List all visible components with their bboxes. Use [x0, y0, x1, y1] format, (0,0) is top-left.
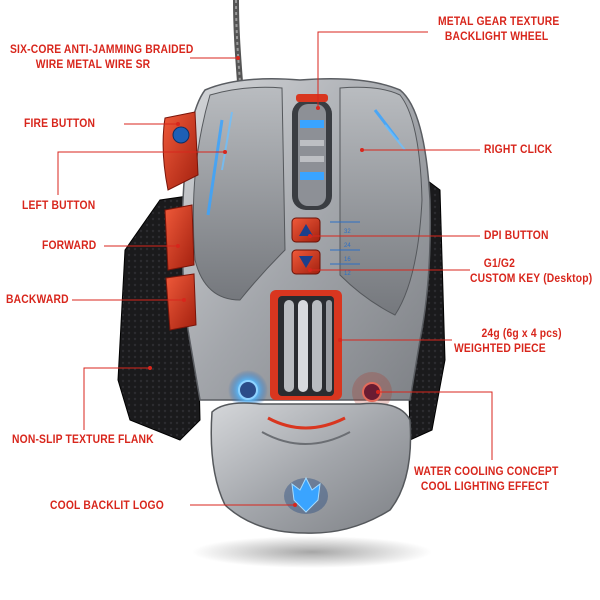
callout-water-cooling: WATER COOLING CONCEPT COOL LIGHTING EFFE… — [414, 464, 558, 494]
callout-dpi-button: DPI BUTTON — [484, 228, 549, 242]
g1g2-button-shape[interactable] — [291, 249, 321, 275]
fire-button-shape[interactable] — [162, 111, 199, 191]
callout-backlit-logo: COOL BACKLIT LOGO — [50, 498, 164, 512]
callout-weighted-line2: WEIGHTED PIECE — [454, 341, 546, 355]
callout-left-button: LEFT BUTTON — [22, 198, 96, 212]
backward-button-shape[interactable] — [165, 273, 197, 331]
callout-wire-line2: WIRE METAL WIRE SR — [35, 57, 151, 71]
dpi-level-4: 12 — [344, 271, 351, 277]
callout-gear-wheel-line1: METAL GEAR TEXTURE — [438, 14, 560, 28]
scroll-wheel-icon[interactable] — [292, 94, 332, 210]
wolf-logo-icon — [284, 476, 328, 514]
right-button-shape[interactable] — [339, 86, 423, 316]
callout-g1g2: G1/G2 CUSTOM KEY (Desktop) — [470, 256, 592, 286]
callout-gear-wheel-line2: BACKLIGHT WHEEL — [444, 29, 549, 43]
callout-weighted-line1: 24g (6g x 4 pcs) — [481, 326, 562, 340]
callout-wire: SIX-CORE ANTI-JAMMING BRAIDED WIRE METAL… — [10, 42, 193, 72]
forward-button-shape[interactable] — [164, 204, 195, 271]
floor-shadow — [192, 536, 432, 568]
callout-gear-wheel: METAL GEAR TEXTURE BACKLIGHT WHEEL — [438, 14, 559, 44]
callout-water-cooling-line1: WATER COOLING CONCEPT — [414, 464, 559, 478]
dpi-button-shape[interactable] — [291, 217, 321, 243]
callout-non-slip: NON-SLIP TEXTURE FLANK — [12, 432, 154, 446]
callout-forward: FORWARD — [42, 238, 97, 252]
dpi-level-3: 16 — [344, 257, 351, 263]
dpi-level-1: 32 — [344, 229, 351, 235]
leader-lines — [57, 31, 493, 506]
callout-wire-line1: SIX-CORE ANTI-JAMMING BRAIDED — [10, 42, 194, 56]
callout-fire-button: FIRE BUTTON — [24, 116, 96, 130]
dpi-level-2: 24 — [344, 243, 351, 249]
callout-weighted: 24g (6g x 4 pcs) WEIGHTED PIECE — [454, 326, 562, 356]
callout-water-cooling-line2: COOL LIGHTING EFFECT — [420, 479, 550, 493]
weighted-piece — [270, 290, 342, 400]
callout-g1g2-line2: CUSTOM KEY (Desktop) — [470, 271, 593, 285]
callout-backward: BACKWARD — [6, 292, 69, 306]
palm-rest — [210, 402, 412, 534]
left-button-shape[interactable] — [192, 86, 286, 301]
leader-endpoints — [148, 56, 380, 507]
callout-g1g2-line1: G1/G2 — [483, 256, 516, 270]
led-ring-icon — [228, 370, 392, 412]
callout-right-click: RIGHT CLICK — [484, 142, 553, 156]
